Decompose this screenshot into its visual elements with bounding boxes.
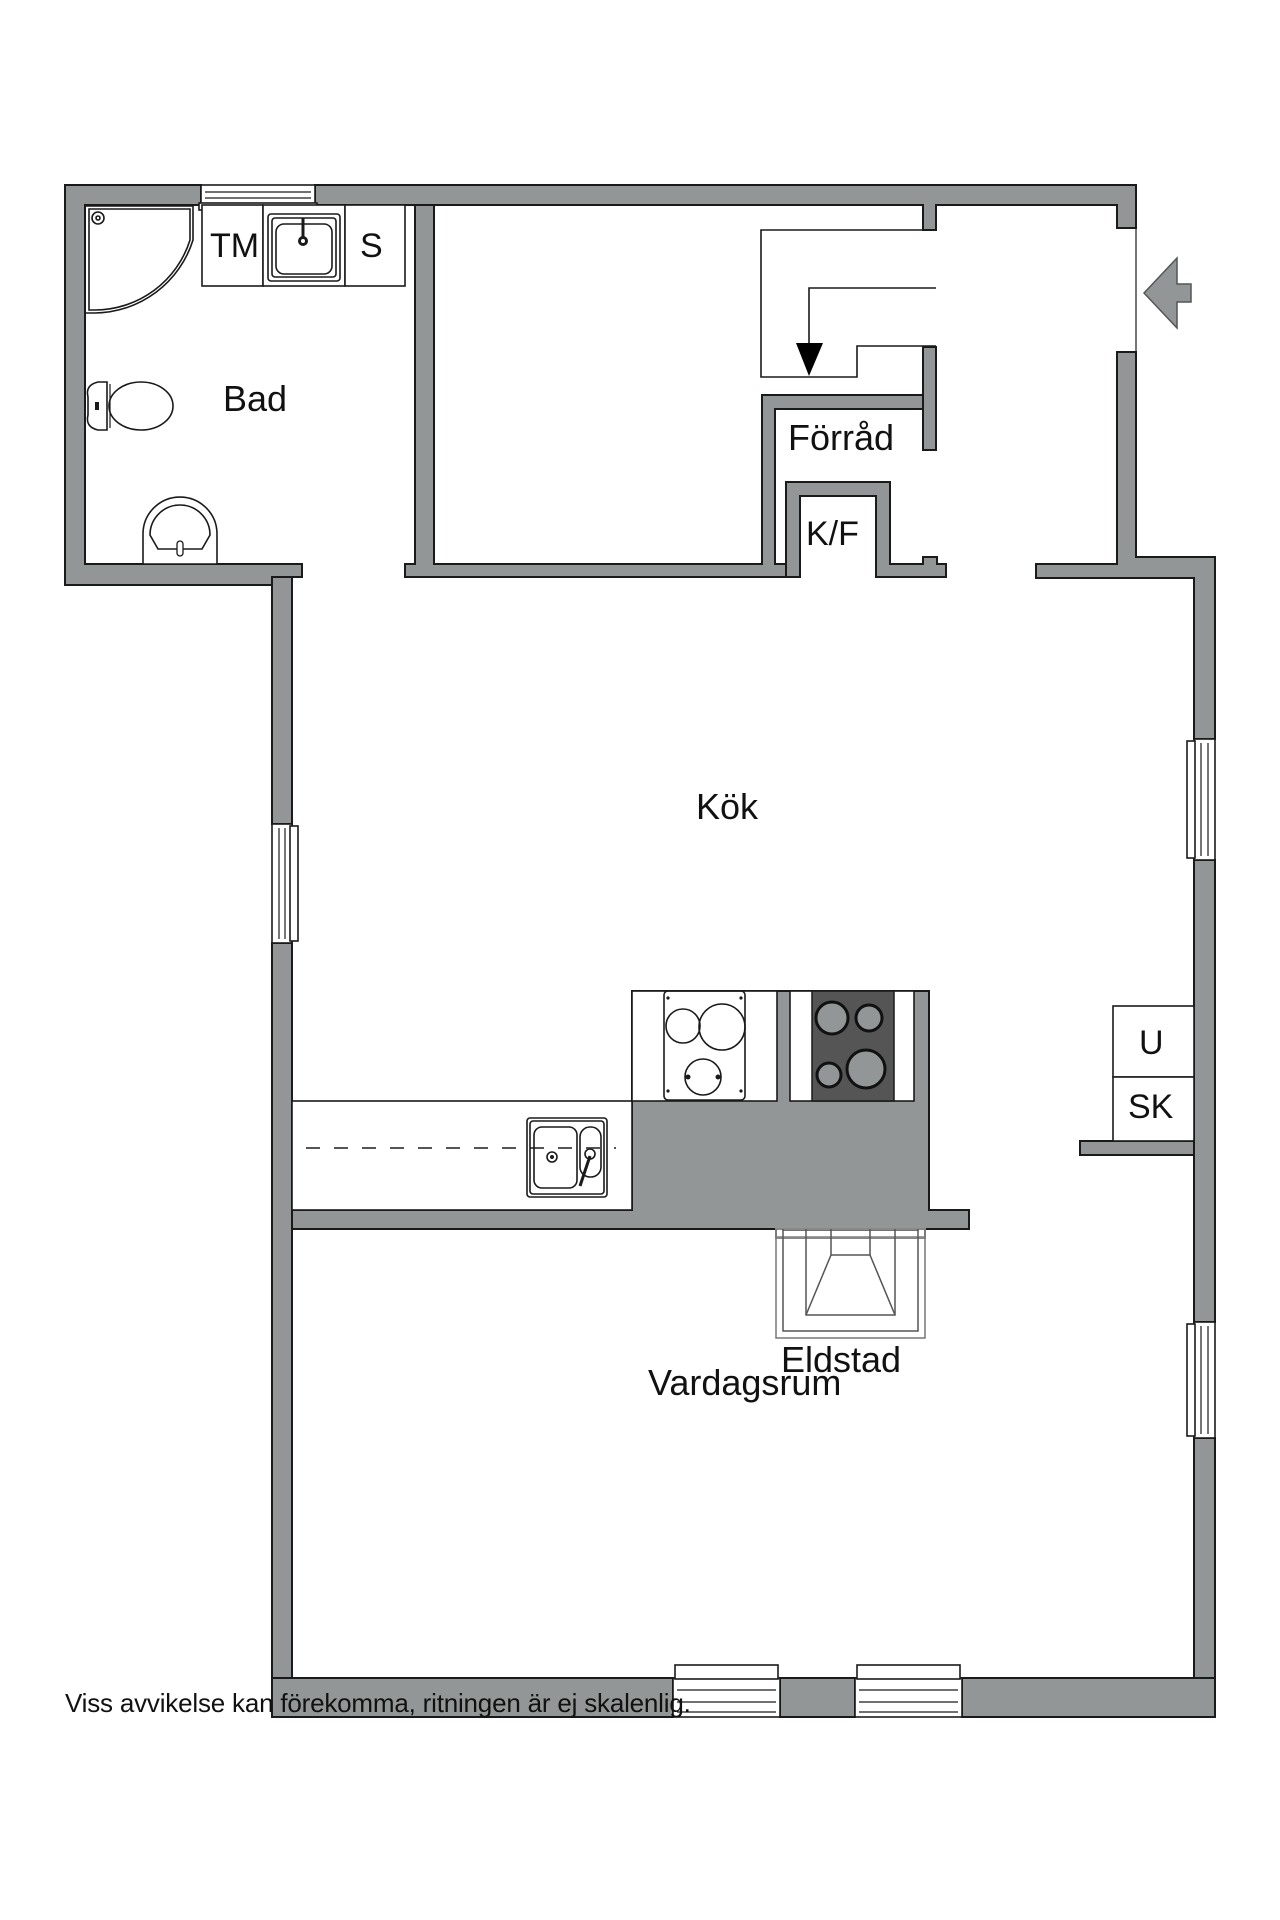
toilet bbox=[86, 381, 174, 431]
room-label-kok: Kök bbox=[696, 786, 759, 827]
washbasin bbox=[142, 496, 218, 565]
kitchen-counter bbox=[291, 1100, 633, 1211]
electric-hob bbox=[811, 990, 895, 1102]
window-right-upper bbox=[1186, 738, 1216, 861]
kf-wall bbox=[785, 481, 947, 578]
shower bbox=[86, 205, 194, 314]
stairs bbox=[760, 229, 936, 378]
bottom-wall-right bbox=[961, 1677, 1216, 1718]
stair-direction-arrow-icon bbox=[796, 343, 823, 376]
kitchen-fixtures: U SK bbox=[291, 990, 1195, 1211]
window-right-lower bbox=[1186, 1321, 1216, 1439]
room-label-bad: Bad bbox=[223, 378, 287, 419]
left-wall bbox=[271, 576, 293, 825]
counter-oven-left bbox=[631, 990, 778, 1102]
disclaimer-text: Viss avvikelse kan förekomma, ritningen … bbox=[65, 1688, 691, 1718]
u-label: U bbox=[1139, 1024, 1164, 1062]
bath-fixtures: TM S bbox=[86, 204, 406, 565]
bath-sink bbox=[267, 213, 341, 282]
oven-cabinet-u bbox=[1112, 1005, 1195, 1078]
window-bottom-2 bbox=[854, 1664, 963, 1718]
kitchen-sink bbox=[526, 1117, 608, 1198]
left-wall-lower bbox=[271, 942, 293, 1679]
windows bbox=[198, 184, 1216, 1718]
fireplace-box bbox=[775, 1229, 926, 1339]
bottom-wall-mid bbox=[779, 1677, 856, 1718]
kf-label: K/F bbox=[806, 515, 859, 553]
window-left bbox=[271, 823, 299, 944]
sk-label: SK bbox=[1128, 1088, 1174, 1126]
top-wall bbox=[314, 184, 1137, 231]
s-label: S bbox=[360, 227, 383, 265]
forrad-wall bbox=[922, 346, 937, 451]
room-label-eldstad: Eldstad bbox=[781, 1339, 901, 1380]
right-divider-wall bbox=[1079, 1140, 1195, 1156]
washing-machine-cabinet bbox=[201, 204, 264, 287]
tm-label: TM bbox=[210, 227, 259, 265]
storage-cabinet bbox=[344, 204, 406, 287]
room-label-forrad: Förråd bbox=[788, 417, 894, 458]
room-label-vardagsrum: Vardagsrum bbox=[648, 1362, 841, 1403]
right-wall-lower bbox=[1193, 1437, 1216, 1718]
entrance-arrow-icon bbox=[1142, 256, 1192, 330]
window-bottom-1 bbox=[672, 1664, 781, 1718]
right-wall-middle bbox=[1193, 859, 1216, 1323]
right-wall-upper bbox=[1035, 351, 1216, 740]
cabinet-sk bbox=[1112, 1076, 1195, 1142]
ceramic-hob bbox=[663, 990, 746, 1101]
